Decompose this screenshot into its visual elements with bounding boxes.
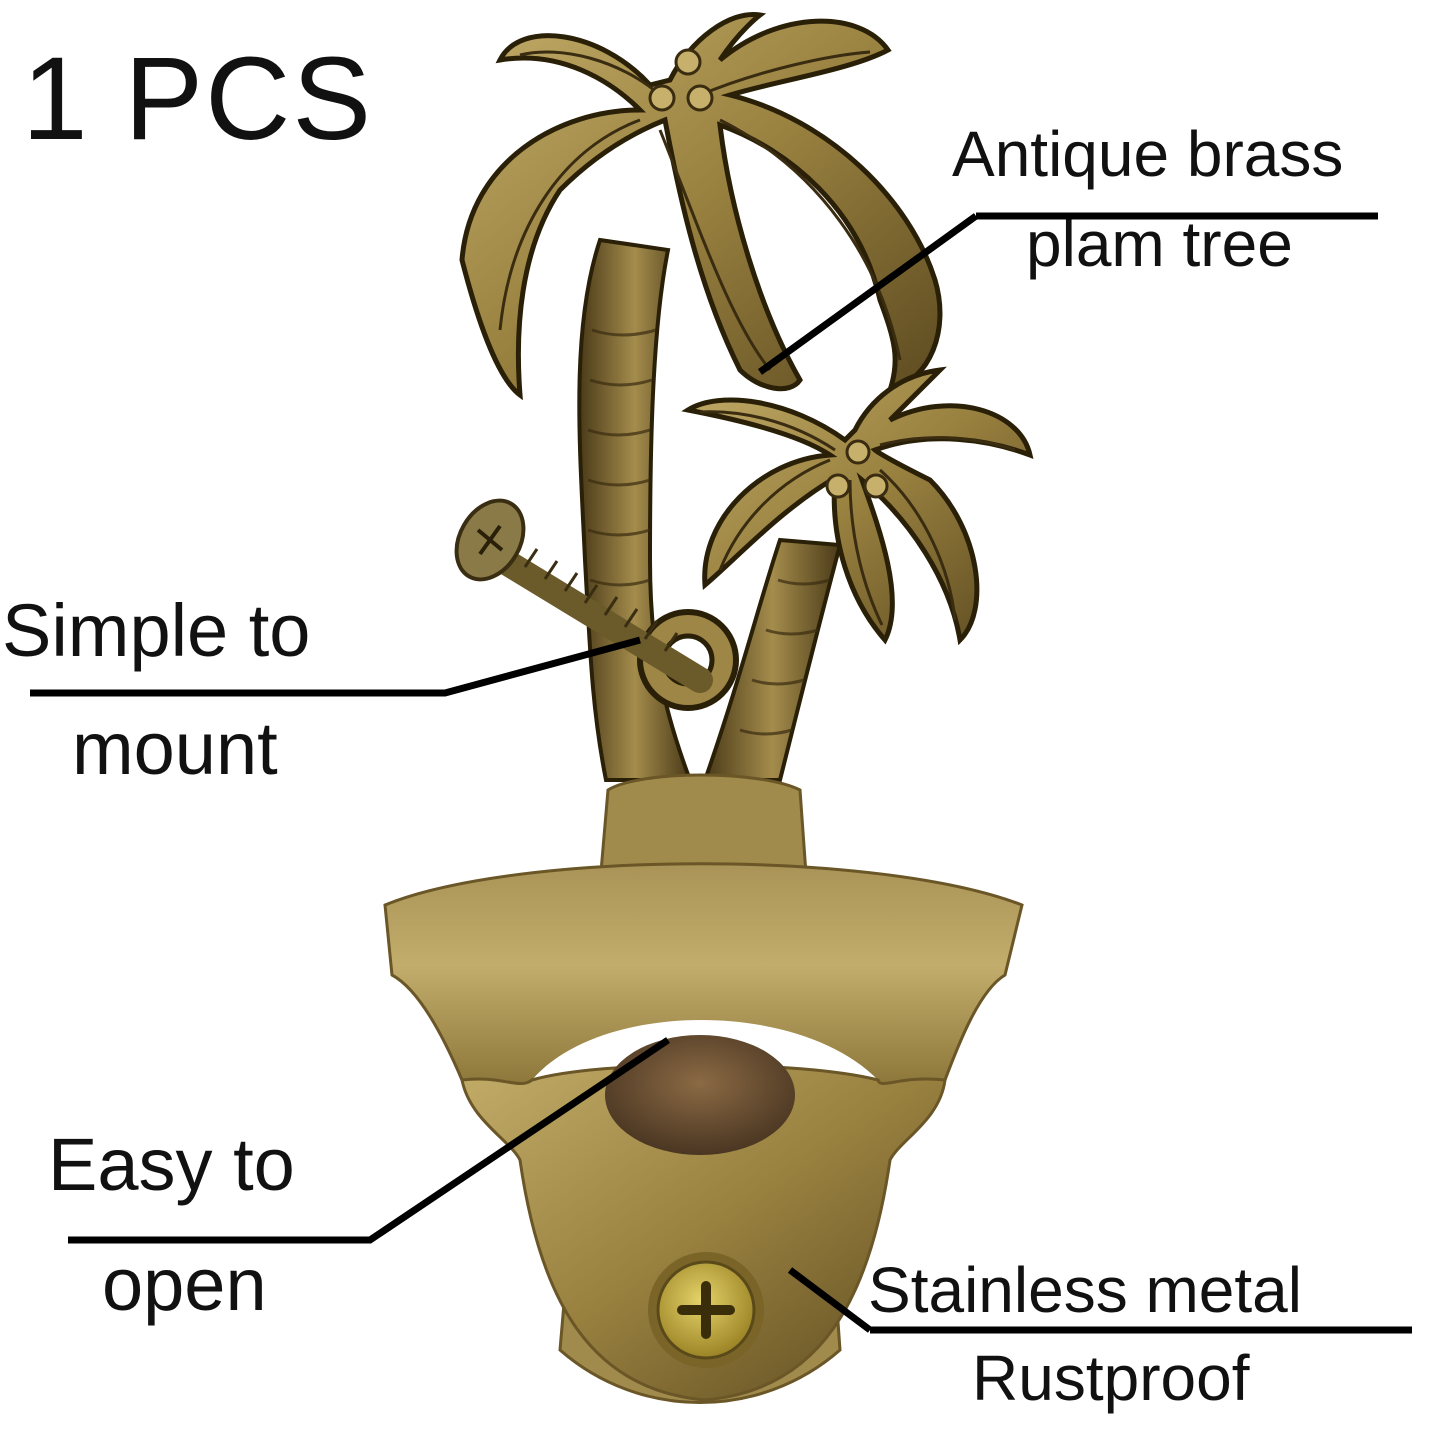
phillips-screw-icon xyxy=(648,1252,764,1368)
callout-lines xyxy=(30,212,1412,1334)
finish-callout-line1: Stainless metal xyxy=(868,1254,1302,1326)
large-palm-fronds xyxy=(459,11,943,401)
small-palm-fronds xyxy=(681,366,1034,646)
callout-line-open xyxy=(68,1037,670,1244)
callout-line-material xyxy=(757,212,1378,375)
large-palm-coconuts xyxy=(648,48,714,112)
open-callout-line2: open xyxy=(102,1243,267,1326)
small-palm-coconuts xyxy=(825,439,889,499)
material-callout-line2: plam tree xyxy=(1026,208,1293,280)
open-callout-line1: Easy to xyxy=(48,1123,295,1206)
callout-line-finish xyxy=(787,1267,1412,1334)
quantity-label: 1 PCS xyxy=(22,33,374,165)
small-palm-trunk xyxy=(702,537,843,782)
mounting-screw xyxy=(454,498,713,693)
mount-callout-line2: mount xyxy=(72,707,278,790)
material-callout-line1: Antique brass xyxy=(952,118,1344,190)
finish-callout-line2: Rustproof xyxy=(972,1342,1250,1414)
opener-lever xyxy=(605,1035,795,1155)
callout-line-mount xyxy=(30,636,641,697)
opener-hood xyxy=(383,862,1024,1092)
mount-callout-line1: Simple to xyxy=(2,589,311,672)
bottle-opener-body xyxy=(383,773,1024,1404)
